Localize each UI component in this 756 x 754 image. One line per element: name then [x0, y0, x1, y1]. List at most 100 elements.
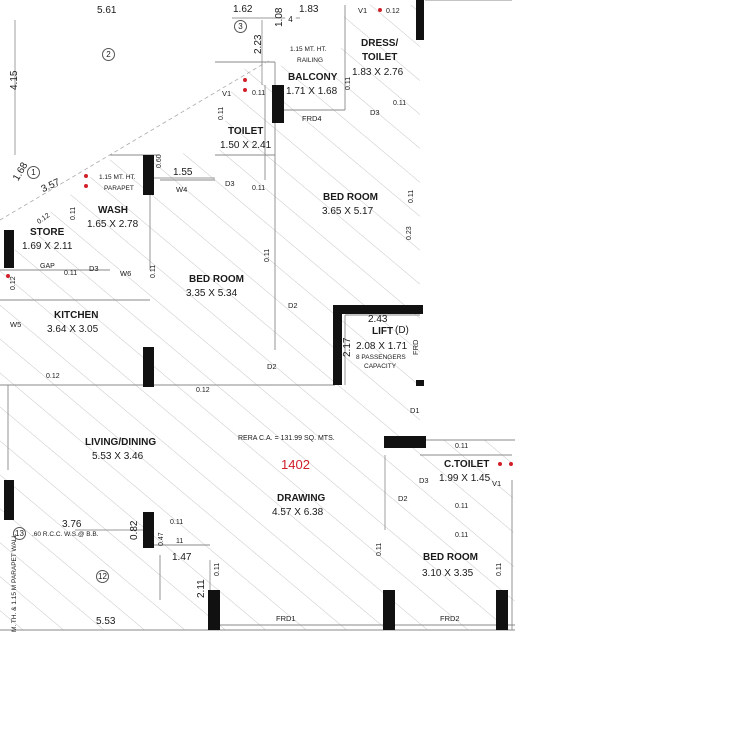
parapet-wall-note: M. TH. & 1.15 M PARAPET WALL: [11, 533, 18, 632]
wall-thickness: 0.11: [252, 185, 266, 192]
dim-1-08: 1.08: [274, 7, 285, 27]
dim-0-82: 0.82: [129, 520, 140, 540]
unit-number: 1402: [281, 457, 310, 472]
door-frd2: FRD2: [440, 614, 460, 623]
lift-capacity-1: 8 PASSENGERS: [356, 354, 406, 361]
living-dining-name: LIVING/DINING: [85, 437, 157, 448]
diagonal-dashed-line: [0, 59, 271, 221]
dim-3-76: 3.76: [62, 519, 82, 530]
door-d2-bed: D2: [288, 301, 298, 310]
wall-thickness: 0.11: [408, 189, 415, 203]
dress-toilet-name-2: TOILET: [362, 52, 398, 63]
outline-walls: [0, 0, 515, 631]
window-v1-toilet: V1: [222, 89, 232, 98]
wall-thickness: 0.11: [214, 562, 221, 576]
door-d3-dress: D3: [370, 108, 380, 117]
balcony-dims: 1.71 X 1.68: [286, 86, 338, 97]
store-gap-note: GAP: [40, 263, 55, 270]
c-toilet-name: C.TOILET: [444, 459, 490, 470]
dim-1-47: 1.47: [172, 552, 192, 563]
rcc-note: .60 R.C.C. W.S.@ B.B.: [32, 531, 99, 538]
dim-1-62: 1.62: [233, 4, 253, 15]
column-number: 13: [13, 527, 26, 540]
dress-toilet-name-1: DRESS/: [361, 38, 399, 49]
column-number: 1: [27, 166, 40, 179]
balcony-name: BALCONY: [288, 72, 338, 83]
master-bed-room-dims: 3.65 X 5.17: [322, 206, 374, 217]
wall-thickness: 0.11: [455, 532, 469, 539]
wall-thickness: 0.11: [376, 542, 383, 556]
dim-2-23: 2.23: [253, 34, 264, 54]
wall-thickness: 0.12: [386, 8, 400, 15]
door-d3-store: D3: [89, 264, 99, 273]
door-frd4: FRD4: [302, 114, 322, 123]
kitchen-dims: 3.64 X 3.05: [47, 324, 99, 335]
wall-thickness: 0.11: [393, 100, 407, 107]
wall-thickness: 0.11: [264, 248, 271, 262]
master-bed-room-name: BED ROOM: [323, 192, 378, 203]
door-d3-toilet: D3: [225, 179, 235, 188]
column-number: 12: [96, 570, 109, 583]
wall-thickness: 0.11: [218, 106, 225, 120]
wall-thickness: 0.11: [345, 76, 352, 90]
wall-thickness: 0.11: [64, 270, 78, 277]
wash-dims: 1.65 X 2.78: [87, 219, 139, 230]
wall-thickness: 0.23: [406, 226, 413, 240]
wall-thickness: 0.11: [455, 443, 469, 450]
wall-thickness: 0.12: [46, 373, 60, 380]
wall-thickness: 0.11: [150, 264, 157, 278]
wall-thickness: 0.12: [196, 387, 210, 394]
door-d2-drawing: D2: [398, 494, 408, 503]
window-v1-ctoilet: V1: [492, 479, 502, 488]
store-name: STORE: [30, 227, 65, 238]
dim-2-43: 2.43: [368, 314, 388, 325]
door-d3-ctoilet: D3: [419, 476, 429, 485]
wall-thickness: 0.11: [496, 562, 503, 576]
structural-columns: [4, 0, 508, 630]
dim-0-47: 0.47: [158, 532, 165, 546]
window-v1-dress: V1: [358, 6, 368, 15]
wall-thickness: 0.12: [10, 276, 17, 290]
balcony-railing-note-1: 1.15 MT. HT.: [290, 46, 327, 53]
right-bed-room-dims: 3.10 X 3.35: [422, 568, 474, 579]
wash-name: WASH: [98, 205, 128, 216]
wash-parapet-note-2: PARAPET: [104, 185, 134, 192]
red-markers: [6, 8, 513, 466]
column-number: 2: [102, 48, 115, 61]
dim-5-53: 5.53: [96, 616, 116, 627]
balcony-railing-note-2: RAILING: [297, 57, 324, 64]
door-d2-living: D2: [267, 362, 277, 371]
window-w6: W6: [120, 269, 132, 278]
floor-area-hatch: [0, 5, 515, 630]
dress-toilet-dims: 1.83 X 2.76: [352, 67, 404, 78]
window-w4: W4: [176, 185, 188, 194]
rera-carpet-area: RERA C.A. = 131.99 SQ. MTS.: [238, 435, 335, 442]
dim-1-83: 1.83: [299, 4, 319, 15]
c-toilet-dims: 1.99 X 1.45: [439, 473, 491, 484]
dim-2-17: 2.17: [342, 337, 353, 357]
dim-11: 11: [176, 538, 184, 545]
wall-thickness: 0.11: [455, 503, 469, 510]
lift-name: LIFT: [372, 326, 394, 337]
right-bed-room-name: BED ROOM: [423, 552, 478, 563]
living-dining-dims: 5.53 X 3.46: [92, 451, 144, 462]
door-frd-lift: FRD: [411, 339, 420, 355]
toilet-name: TOILET: [228, 126, 264, 137]
column-number: 4: [285, 14, 296, 25]
toilet-dims: 1.50 X 2.41: [220, 140, 272, 151]
dim-4-15: 4.15: [9, 70, 20, 90]
kitchen-name: KITCHEN: [54, 310, 99, 321]
lift-tag: (D): [395, 325, 409, 336]
door-d1: D1: [410, 406, 420, 415]
lift-capacity-2: CAPACITY: [364, 363, 397, 370]
drawing-name: DRAWING: [277, 493, 326, 504]
dim-0-60: 0.60: [156, 154, 163, 168]
wall-thickness: 0.11: [252, 90, 266, 97]
lift-dims: 2.08 X 1.71: [356, 341, 408, 352]
column-number: 3: [234, 20, 247, 33]
dim-2-11: 2.11: [196, 579, 207, 598]
dim-5-61: 5.61: [97, 5, 117, 16]
wall-thickness: 0.11: [70, 206, 77, 220]
drawing-dims: 4.57 X 6.38: [272, 507, 324, 518]
